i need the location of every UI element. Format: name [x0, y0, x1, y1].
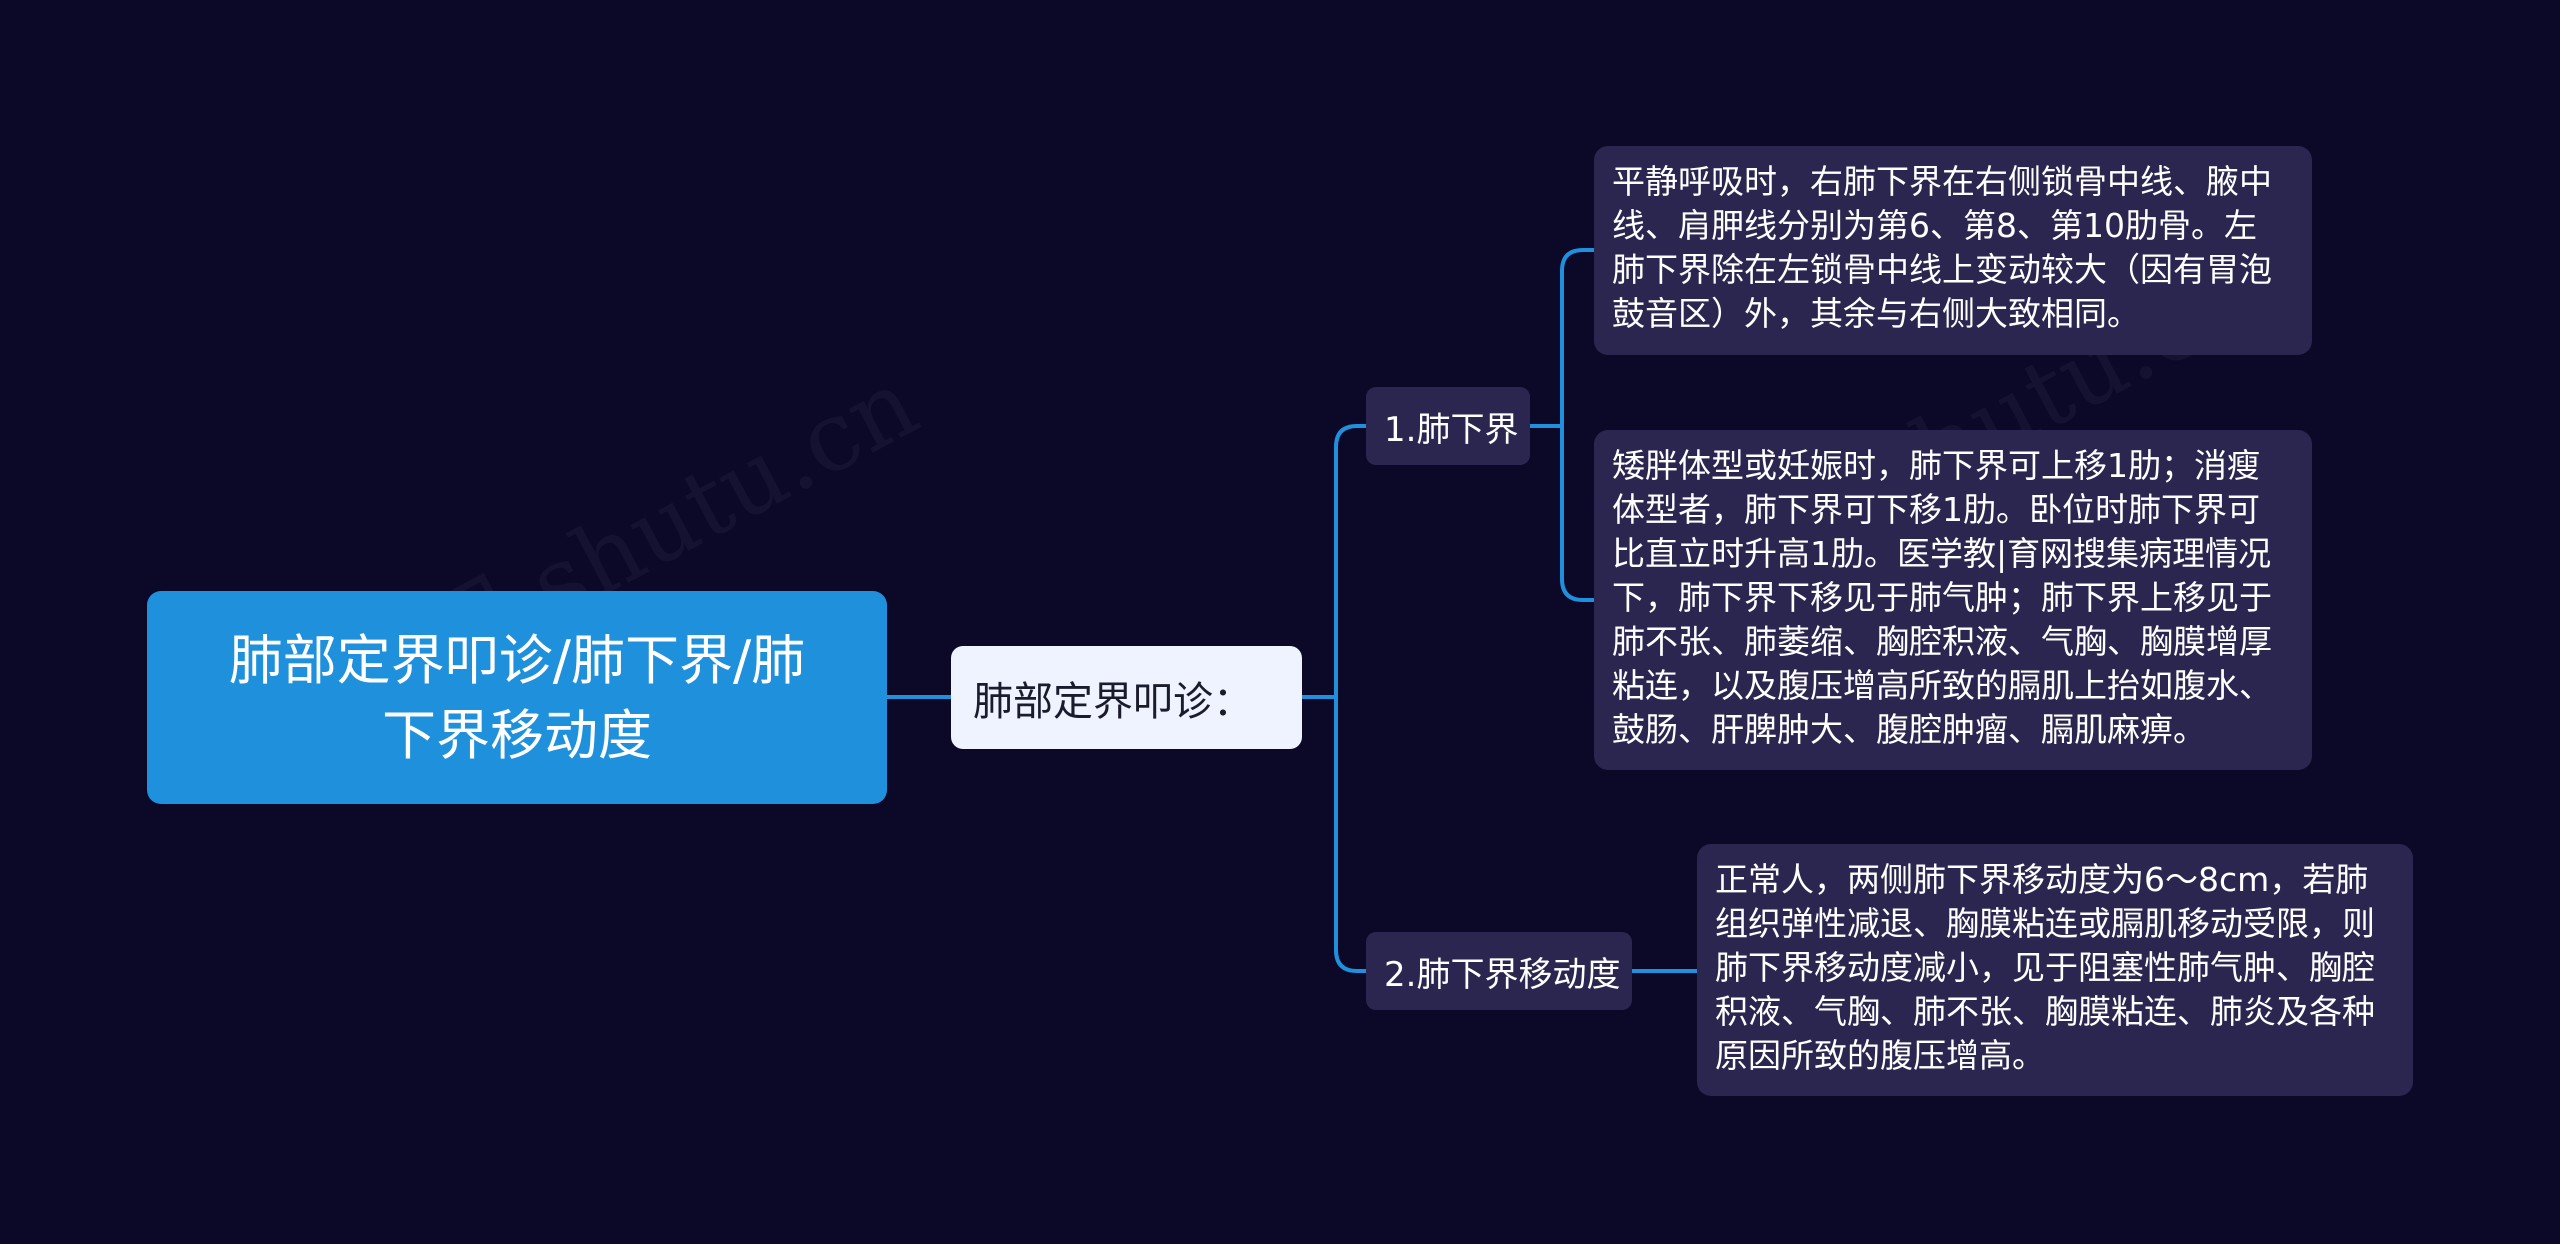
detail-normal-lower-border[interactable]: 平静呼吸时，右肺下界在右侧锁骨中线、腋中 线、肩胛线分别为第6、第8、第10肋骨…: [1594, 146, 2312, 355]
branch-lower-lung-border[interactable]: 1.肺下界: [1366, 387, 1530, 465]
detail-line: 平静呼吸时，右肺下界在右侧锁骨中线、腋中: [1612, 162, 2272, 201]
main-topic-label: 肺部定界叩诊：: [973, 678, 1253, 725]
connector-branch1-details: [1528, 248, 1596, 602]
detail-border-shift[interactable]: 矮胖体型或妊娠时，肺下界可上移1肋；消瘦 体型者，肺下界可下移1肋。卧位时肺下界…: [1594, 430, 2312, 770]
detail-line: 组织弹性减退、胸膜粘连或膈肌移动受限，则: [1715, 904, 2375, 943]
detail-line: 线、肩胛线分别为第6、第8、第10肋骨。左: [1612, 206, 2257, 245]
detail-line: 粘连，以及腹压增高所致的膈肌上抬如腹水、: [1612, 666, 2272, 705]
branch-label: 2.肺下界移动度: [1384, 954, 1621, 995]
main-topic[interactable]: 肺部定界叩诊：: [951, 646, 1302, 749]
detail-line: 原因所致的腹压增高。: [1715, 1036, 2045, 1075]
detail-line: 比直立时升高1肋。医学教|育网搜集病理情况: [1612, 534, 2272, 573]
branch-lower-lung-mobility[interactable]: 2.肺下界移动度: [1366, 932, 1632, 1010]
detail-line: 肺不张、肺萎缩、胸腔积液、气胸、胸膜增厚: [1612, 622, 2272, 661]
detail-line: 下，肺下界下移见于肺气肿；肺下界上移见于: [1612, 578, 2272, 617]
detail-line: 积液、气胸、肺不张、胸膜粘连、肺炎及各种: [1715, 992, 2375, 1031]
detail-line: 矮胖体型或妊娠时，肺下界可上移1肋；消瘦: [1612, 446, 2260, 485]
detail-line: 正常人，两侧肺下界移动度为6～8cm，若肺: [1715, 860, 2369, 899]
root-topic[interactable]: 肺部定界叩诊/肺下界/肺 下界移动度: [147, 591, 887, 804]
connector-main-branches: [1300, 424, 1368, 973]
detail-line: 体型者，肺下界可下移1肋。卧位时肺下界可: [1612, 490, 2260, 529]
detail-line: 鼓音区）外，其余与右侧大致相同。: [1612, 294, 2140, 333]
detail-line: 肺下界除在左锁骨中线上变动较大（因有胃泡: [1612, 250, 2272, 289]
branch-label: 1.肺下界: [1384, 409, 1519, 450]
detail-mobility[interactable]: 正常人，两侧肺下界移动度为6～8cm，若肺 组织弹性减退、胸膜粘连或膈肌移动受限…: [1697, 844, 2413, 1096]
detail-line: 肺下界移动度减小，见于阻塞性肺气肿、胸腔: [1715, 948, 2375, 987]
root-title: 肺部定界叩诊/肺下界/肺 下界移动度: [228, 628, 806, 767]
detail-line: 鼓肠、肝脾肿大、腹腔肿瘤、膈肌麻痹。: [1612, 710, 2206, 749]
